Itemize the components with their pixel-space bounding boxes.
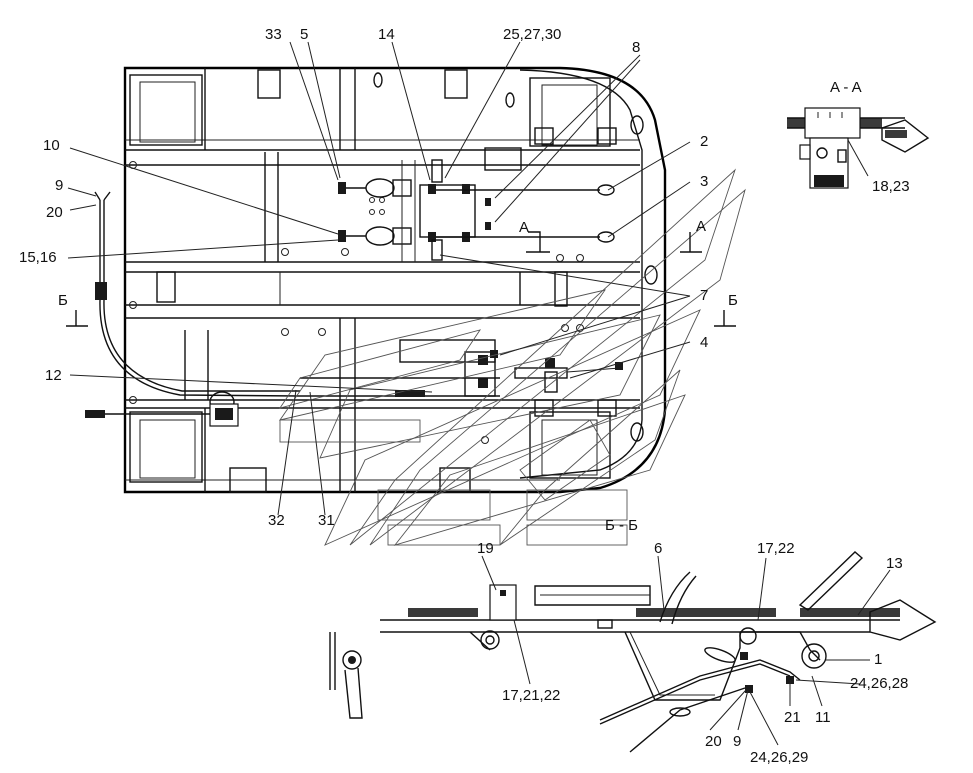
cable-harness: [85, 191, 301, 427]
callout-11: 11: [815, 709, 831, 726]
callout-7: 7: [700, 287, 708, 304]
section-mark-bb-left: Б: [58, 292, 68, 309]
callout-2: 2: [700, 133, 708, 150]
section-mark-bb-right: Б: [728, 292, 738, 309]
brake-valve-assembly: [338, 159, 615, 262]
callout-15-16: 15,16: [19, 249, 57, 266]
callout-4: 4: [700, 334, 708, 351]
callout-20: 20: [46, 204, 63, 221]
cab-floor-outline: [123, 66, 667, 494]
callout-20-bb: 20: [705, 733, 722, 750]
callout-19: 19: [477, 540, 494, 557]
leader-lines: [67, 41, 691, 516]
hidden-floor-plates: [278, 168, 746, 546]
callout-3: 3: [700, 173, 708, 190]
callout-8: 8: [632, 39, 640, 56]
callout-6: 6: [654, 540, 662, 557]
section-bb: Б - Б: [329, 517, 937, 766]
callout-32: 32: [268, 512, 285, 529]
callout-5: 5: [300, 26, 308, 43]
callout-24-26-28: 24,26,28: [850, 675, 908, 692]
callout-33: 33: [265, 26, 282, 43]
callout-18-23: 18,23: [872, 178, 910, 195]
section-mark-aa-left: A: [519, 219, 529, 236]
callout-9-bb: 9: [733, 733, 741, 750]
callout-13: 13: [886, 555, 903, 572]
callout-21: 21: [784, 709, 801, 726]
callout-17-21-22: 17,21,22: [502, 687, 560, 704]
callout-9: 9: [55, 177, 63, 194]
section-bb-title: Б - Б: [605, 517, 638, 534]
callout-17-22: 17,22: [757, 540, 795, 557]
callout-10: 10: [43, 137, 60, 154]
callout-24-26-29: 24,26,29: [750, 749, 808, 766]
callout-12: 12: [45, 367, 62, 384]
callout-1: 1: [874, 651, 882, 668]
section-aa-title: A - A: [830, 79, 862, 96]
callout-31: 31: [318, 512, 335, 529]
callout-25-27-30: 25,27,30: [503, 26, 561, 43]
main-callouts: 33 5 14 25,27,30 8 10 9 20 15,16 2 3 7 4…: [19, 26, 708, 529]
section-markers: A A Б Б: [58, 218, 738, 327]
callout-14: 14: [378, 26, 395, 43]
main-view: [67, 41, 746, 546]
section-mark-aa-right: A: [696, 218, 706, 235]
section-aa: A - A 18,23: [787, 79, 930, 195]
